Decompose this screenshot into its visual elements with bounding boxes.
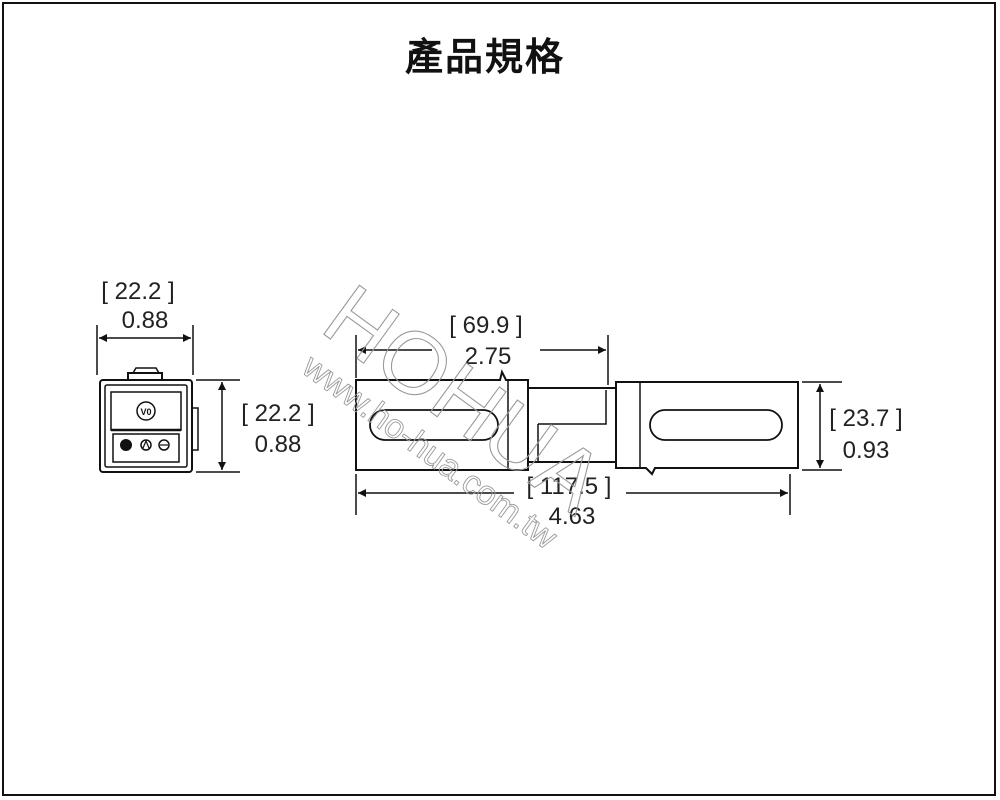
side-height-in: 0.93	[843, 437, 890, 464]
ground-symbol-icon	[120, 439, 132, 451]
side-right-housing	[615, 381, 799, 476]
side-total-length-in: 4.63	[549, 503, 596, 530]
side-height-mm: [ 23.7 ]	[829, 405, 902, 432]
front-connector-body	[99, 379, 193, 473]
front-width-mm: [ 22.2 ]	[101, 278, 174, 305]
side-half-length-mm: [ 69.9 ]	[449, 312, 522, 339]
ul-symbol-mark	[142, 439, 150, 449]
front-connector-inner	[104, 384, 188, 468]
side-half-length-in: 2.75	[465, 343, 512, 370]
side-neck-contact	[538, 390, 607, 425]
front-height-in: 0.88	[255, 431, 302, 458]
front-height-mm: [ 22.2 ]	[241, 400, 314, 427]
front-side-tab	[191, 407, 199, 451]
csa-symbol-icon	[158, 439, 170, 451]
side-total-length-mm: [ 117.5 ]	[527, 473, 612, 500]
watermark: HOHUA www.ho-hua.com.tw	[294, 265, 623, 558]
front-lower-cavity	[112, 433, 180, 463]
v0-mark-text: V0	[140, 407, 151, 417]
side-view	[355, 335, 842, 515]
side-left-slot	[369, 409, 499, 441]
front-view	[96, 325, 240, 473]
v0-mark-icon	[136, 401, 156, 421]
side-left-housing	[355, 369, 529, 471]
page-title: 產品規格	[404, 35, 565, 79]
front-width-in: 0.88	[122, 307, 169, 334]
side-right-slot	[649, 409, 783, 441]
front-latch	[127, 372, 163, 380]
front-latch-tip	[132, 367, 160, 374]
